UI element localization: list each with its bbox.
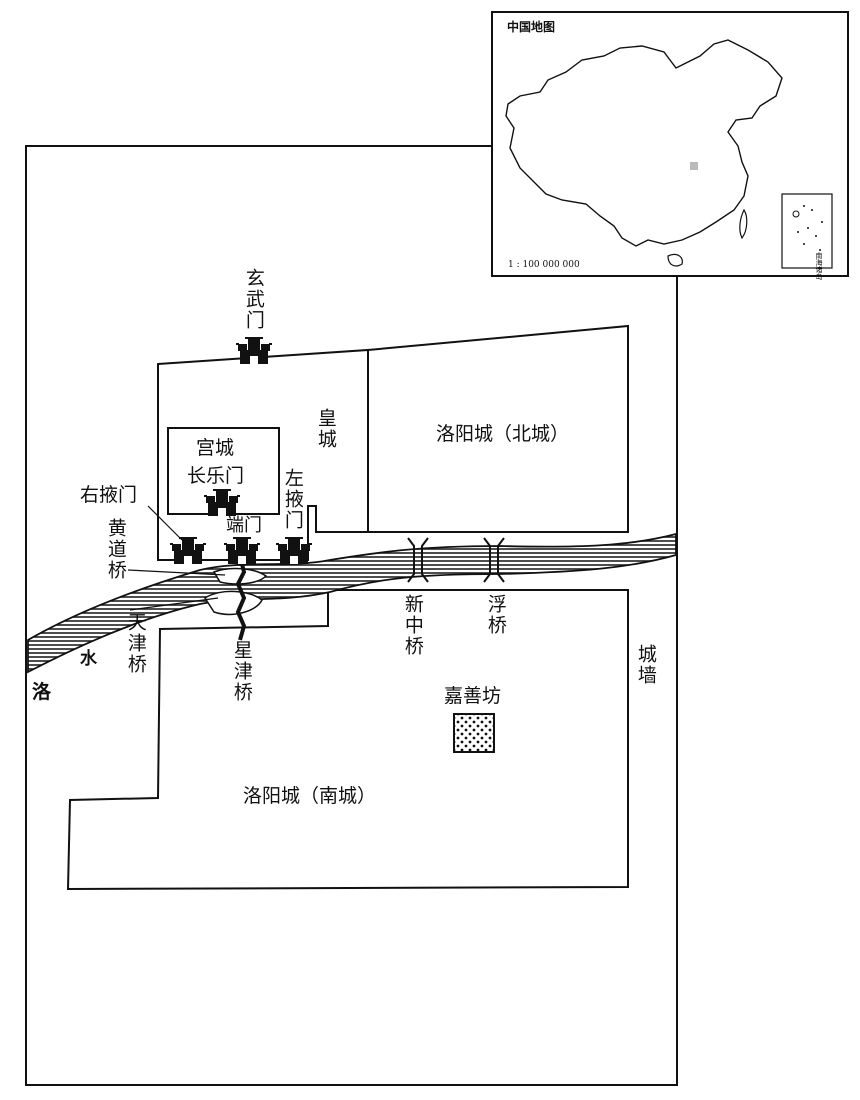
right-ye-gate-icon — [170, 537, 206, 564]
south-sea-islands — [792, 205, 823, 251]
jiashan-ward-label: 嘉善坊 — [444, 685, 502, 707]
leader-line-tianjin — [129, 597, 219, 611]
south-city-wall — [66, 589, 629, 891]
luo-label: 洛 — [32, 681, 52, 703]
left-ye-gate-label: 左掖门 — [281, 468, 304, 531]
xinzhong-bridge-icon — [407, 537, 429, 583]
shui-label: 水 — [80, 649, 97, 669]
imperial-city-wall — [157, 348, 369, 561]
north-city-wall — [367, 324, 629, 533]
taiwan-island — [739, 208, 748, 240]
huangdao-bridge-label: 黄道桥 — [104, 518, 127, 581]
china-outline — [505, 39, 783, 247]
south-sea-inset-box — [781, 193, 833, 269]
fu-bridge-label: 浮桥 — [484, 594, 507, 636]
city-wall-label: 城墙 — [634, 644, 657, 686]
leader-line-right-ye-gate — [147, 505, 183, 541]
duan-gate-label: 端门 — [226, 515, 262, 536]
jiashan-ward-marker — [453, 713, 495, 753]
xingjin-bridge-label: 星津桥 — [230, 640, 253, 703]
right-ye-gate-label: 右掖门 — [80, 484, 138, 506]
left-ye-gate-icon — [276, 537, 312, 564]
river-island — [203, 590, 263, 616]
leader-line-huangdao — [127, 569, 226, 576]
central-bridge-axis — [235, 559, 247, 641]
changle-gate-icon — [204, 489, 240, 516]
hainan-island — [667, 253, 683, 267]
south-city-label: 洛阳城（南城） — [243, 785, 377, 807]
xuanwu-gate-label: 玄武门 — [242, 268, 265, 331]
outer-map-frame — [25, 145, 678, 1086]
imperial-city-label: 皇城 — [314, 408, 337, 450]
changle-gate-label: 长乐门 — [187, 465, 245, 487]
duan-gate-icon — [224, 537, 260, 564]
xinzhong-bridge-label: 新中桥 — [401, 594, 424, 657]
palace-city-label: 宫城 — [196, 437, 235, 459]
tianjin-bridge-label: 天津桥 — [124, 612, 147, 675]
north-city-label: 洛阳城（北城） — [436, 423, 570, 445]
fu-bridge-icon — [483, 537, 505, 583]
inset-map-title: 中国地图 — [507, 20, 556, 34]
inset-map-scale: 1 : 100 000 000 — [508, 260, 580, 270]
xuanwu-gate-icon — [236, 337, 272, 364]
luoyang-location-marker — [690, 162, 698, 170]
south-sea-label: 南海诸岛 — [815, 252, 823, 280]
